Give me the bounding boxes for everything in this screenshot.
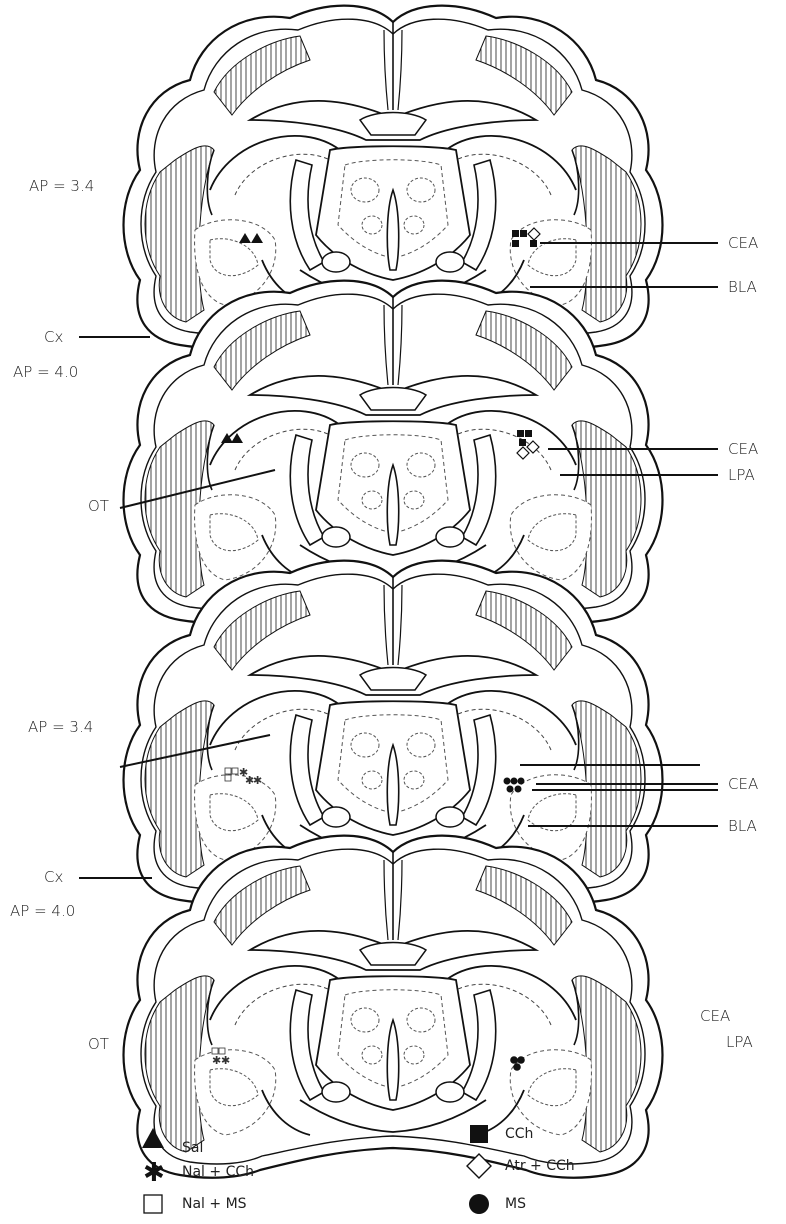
section-ap-4-0: [124, 281, 663, 623]
bla-label: BLA: [728, 278, 757, 296]
ap-label-lower: AP = 4.0: [13, 363, 78, 381]
ap-label-upper: AP = 3.4: [28, 718, 93, 736]
circle-filled-icon: [469, 1194, 489, 1214]
square-filled-icon: [470, 1125, 488, 1143]
ms-marker: [518, 778, 525, 785]
legend-nal-cch: Nal + CCh: [182, 1164, 254, 1180]
cch-marker: [525, 430, 532, 437]
legend-atr-cch: Atr + CCh: [505, 1158, 575, 1174]
ms-marker: [507, 786, 514, 793]
ap-label-lower: AP = 4.0: [10, 902, 75, 920]
cch-marker: [512, 240, 519, 247]
legend-nal-ms: Nal + MS: [182, 1196, 247, 1212]
ms-marker: [504, 778, 511, 785]
legend-sal: Sal: [182, 1140, 203, 1156]
cea-label: CEA: [728, 440, 758, 458]
cea-label: CEA: [728, 234, 758, 252]
asterisk-icon: ✱: [143, 1158, 165, 1188]
nal-cch-marker: ✱: [221, 1054, 230, 1067]
panel-2-drawing: ✱ ✱ ✱ ✱ ✱: [79, 561, 718, 1178]
ms-marker: [510, 1056, 518, 1064]
lpa-label: LPA: [726, 1033, 753, 1051]
cea-label: CEA: [728, 775, 758, 793]
cx-label: Cx: [44, 328, 63, 346]
nal-cch-marker: ✱: [253, 774, 262, 787]
legend-cch: CCh: [505, 1126, 533, 1142]
legend-ms: MS: [505, 1196, 526, 1212]
ms-marker: [511, 778, 518, 785]
lpa-label: LPA: [728, 466, 755, 484]
nal-ms-marker: [225, 768, 231, 774]
cch-marker: [519, 439, 526, 446]
cx-label: Cx: [44, 868, 63, 886]
nal-ms-marker: [225, 775, 231, 781]
section-ap-4-0: [124, 836, 663, 1178]
nal-ms-marker: [232, 768, 238, 774]
bla-label: BLA: [728, 817, 757, 835]
cea-label: CEA: [700, 1007, 730, 1025]
ms-marker: [513, 1063, 521, 1071]
ot-label: OT: [88, 497, 109, 515]
panel-1-drawing: [79, 6, 718, 623]
nal-cch-marker: ✱: [212, 1054, 221, 1067]
cch-marker: [517, 430, 524, 437]
ms-marker: [515, 786, 522, 793]
ap-label-upper: AP = 3.4: [29, 177, 94, 195]
ms-marker: [517, 1056, 525, 1064]
ot-label: OT: [88, 1035, 109, 1053]
cch-marker: [520, 230, 527, 237]
cch-marker: [512, 230, 519, 237]
square-open-icon: [144, 1195, 162, 1213]
cch-marker: [530, 240, 537, 247]
